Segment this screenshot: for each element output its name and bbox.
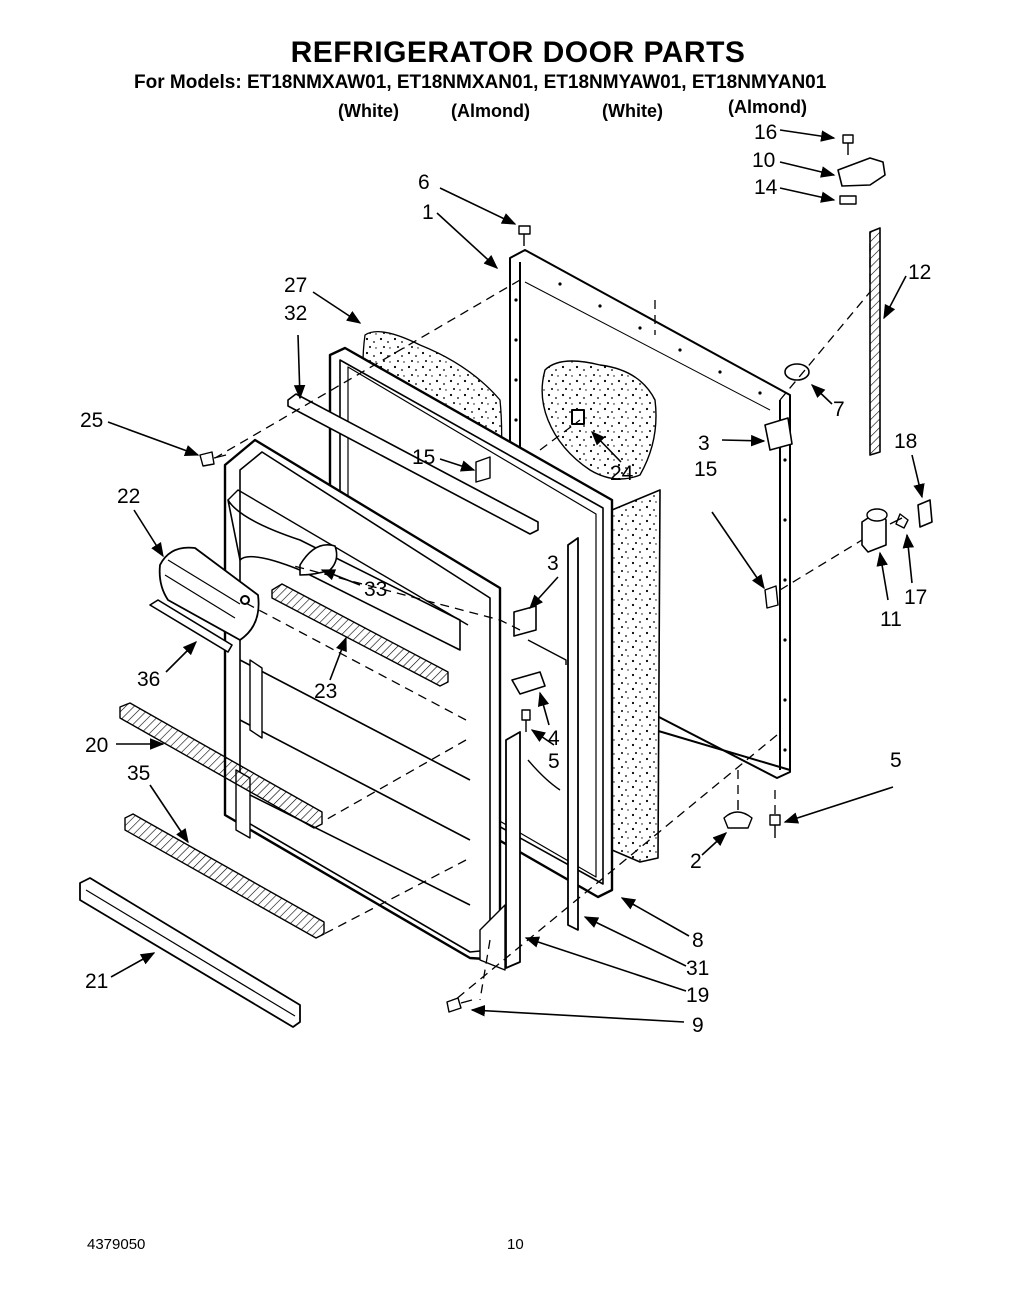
handle-12 (869, 227, 881, 456)
hinge-bracket-3-upper (764, 417, 793, 451)
screw-9 (446, 997, 473, 1013)
color-note-white-1: (White) (338, 101, 399, 121)
callout-4: 4 (548, 727, 560, 750)
shelf-rail-35 (124, 813, 325, 939)
screw-5-middle (521, 709, 531, 732)
dairy-compartment-door (149, 546, 260, 653)
assembly-guide-lines (214, 232, 871, 1001)
hinge-bracket-3-lower (513, 605, 537, 637)
bracket-15-right (764, 585, 779, 609)
bracket-15-left (475, 456, 491, 483)
callout-25: 25 (80, 409, 103, 432)
plug-7 (784, 363, 810, 381)
callout-15-right: 15 (694, 458, 717, 481)
callout-11: 11 (880, 608, 902, 631)
leveler-2 (723, 800, 753, 829)
callout-14: 14 (754, 176, 778, 199)
callout-22: 22 (117, 485, 140, 508)
callout-23: 23 (314, 680, 337, 703)
callout-numbers: 6 1 27 32 25 15 22 33 23 36 20 35 21 24 … (80, 121, 931, 1037)
inner-door-liner (223, 438, 506, 971)
callout-3-middle: 3 (547, 552, 559, 575)
screw-16 (842, 134, 854, 155)
screw-5-right (769, 814, 781, 838)
callout-24: 24 (610, 462, 634, 485)
callout-36: 36 (137, 668, 160, 691)
callout-3-right: 3 (698, 432, 710, 455)
color-note-white-2: (White) (602, 101, 663, 121)
document-number: 4379050 (87, 1236, 146, 1253)
callout-17: 17 (904, 586, 927, 609)
shim-14 (839, 195, 857, 205)
callout-9: 9 (692, 1014, 704, 1037)
callout-16: 16 (754, 121, 777, 144)
page-title: REFRIGERATOR DOOR PARTS (290, 36, 746, 69)
shelf-rail-20 (119, 702, 323, 829)
page-number: 10 (507, 1236, 524, 1253)
callout-5-right: 5 (890, 749, 902, 772)
callout-6: 6 (418, 171, 430, 194)
callout-19: 19 (686, 984, 709, 1007)
insulation-patch (541, 360, 657, 480)
callout-12: 12 (908, 261, 931, 284)
shelf-rail-23 (271, 583, 449, 687)
stop-4 (511, 671, 546, 695)
foam-strip-right (611, 489, 661, 863)
callout-32: 32 (284, 302, 307, 325)
callout-10: 10 (752, 149, 775, 172)
callout-31: 31 (686, 957, 709, 980)
cover-18 (917, 499, 933, 528)
color-note-almond-1: (Almond) (451, 101, 530, 121)
callout-33: 33 (364, 578, 387, 601)
callout-leader-lines (107, 129, 925, 1023)
nameplate-24 (571, 409, 585, 425)
callout-1: 1 (422, 201, 434, 224)
callout-35: 35 (127, 762, 150, 785)
callout-8: 8 (692, 929, 704, 952)
top-hinge-10 (837, 157, 886, 187)
callout-20: 20 (85, 734, 108, 757)
models-line: For Models: ET18NMXAW01, ET18NMXAN01, ET… (134, 72, 827, 93)
callout-18: 18 (894, 430, 917, 453)
hinge-screw-17 (889, 513, 909, 529)
callout-5-middle: 5 (548, 750, 560, 773)
color-note-almond-2: (Almond) (728, 97, 807, 117)
callout-27: 27 (284, 274, 307, 297)
dairy-bracket-33 (299, 544, 338, 576)
callout-7: 7 (833, 398, 845, 421)
screw-6 (518, 225, 531, 246)
callout-2: 2 (690, 850, 702, 873)
callout-15-left: 15 (412, 446, 435, 469)
breaker-strip-vertical (567, 537, 579, 931)
callout-21: 21 (85, 970, 108, 993)
breaker-strip-19 (505, 731, 521, 969)
